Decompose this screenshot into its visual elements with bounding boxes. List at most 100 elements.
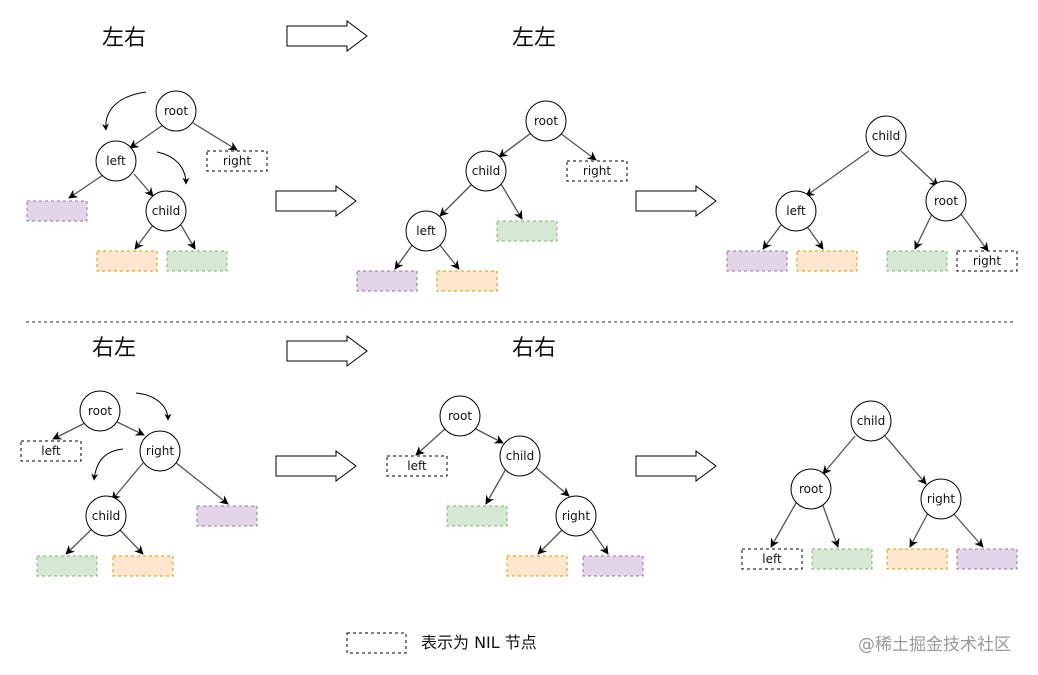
tree-edge <box>52 421 88 440</box>
tree-edge <box>439 183 473 217</box>
tree-edge <box>192 122 238 151</box>
orange-subtree-box <box>506 555 568 577</box>
orange-subtree-box <box>112 555 174 577</box>
tree-node-circle <box>850 400 892 442</box>
tree-node-circle <box>439 395 481 437</box>
tree-node-label: left <box>416 224 436 238</box>
nil-node-label: left <box>41 444 61 458</box>
curved-arrow-icon <box>101 91 147 131</box>
tree-edge <box>129 124 164 149</box>
tree-node-circle <box>155 90 197 132</box>
tree-edge <box>180 224 196 250</box>
nil-node-box <box>20 440 82 462</box>
tree-node-label: right <box>927 492 955 506</box>
curved-arrow-icon <box>135 392 172 421</box>
watermark: @稀土掘金技术社区 <box>858 635 1011 655</box>
nil-node-label: left <box>407 459 427 473</box>
tree-edge <box>590 528 609 555</box>
nil-node-label: right <box>973 254 1001 268</box>
tree-node-label: root <box>934 194 958 208</box>
tree-edge <box>133 173 154 197</box>
curved-arrow-icon <box>156 151 190 185</box>
nil-node-box <box>386 455 448 477</box>
tree-node-label: right <box>562 509 590 523</box>
orange-subtree-box <box>436 270 498 292</box>
tree-edge <box>884 435 927 485</box>
tree-edge <box>559 132 597 161</box>
tree-edge <box>415 427 447 456</box>
tree-node-label: child <box>857 414 886 428</box>
legend-text: 表示为 NIL 节点 <box>421 633 537 652</box>
tree-node-circle <box>775 190 817 232</box>
orange-subtree-box <box>886 548 948 570</box>
tree-node-circle <box>555 495 597 537</box>
tree-node-circle <box>85 495 127 537</box>
tree-edge <box>914 213 933 250</box>
tree-edge <box>114 420 145 436</box>
orange-subtree-box <box>796 250 858 272</box>
curved-arrows <box>91 91 190 481</box>
tree-edge <box>498 132 532 158</box>
big-arrow-icon <box>275 450 357 482</box>
big-arrows <box>275 20 717 482</box>
tree-node-label: right <box>146 444 174 458</box>
tree-edge <box>65 529 92 555</box>
tree-edge <box>394 243 414 270</box>
tree-node-circle <box>499 435 541 477</box>
tree-edge <box>537 528 564 555</box>
heading-bottom-to: 右右 <box>512 336 556 361</box>
tree-edges <box>52 122 989 555</box>
tree-edge <box>534 466 570 497</box>
tree-node-circle <box>865 115 907 157</box>
big-arrow-icon <box>635 185 717 217</box>
legend-nil-swatch <box>346 632 407 654</box>
tree-node-label: root <box>534 114 558 128</box>
tree-edge <box>960 213 989 252</box>
tree-edge <box>952 512 984 548</box>
purple-subtree-box <box>356 270 418 292</box>
tree-edge <box>438 243 460 270</box>
tree-node-circle <box>79 390 121 432</box>
heading-bottom-from: 右左 <box>92 336 136 361</box>
big-arrow-icon <box>275 185 357 217</box>
green-subtree-box <box>886 250 948 272</box>
tree-node-label: child <box>472 164 501 178</box>
subtree-boxes: right right right left left left <box>20 150 1018 577</box>
green-subtree-box <box>36 555 98 577</box>
nil-node-label: left <box>762 552 782 566</box>
tree-edge <box>118 528 144 555</box>
tree-node-label: left <box>786 204 806 218</box>
tree-node-label: child <box>92 509 121 523</box>
nil-node-label: right <box>223 154 251 168</box>
tree-edge <box>485 466 508 505</box>
green-subtree-box <box>811 548 873 570</box>
nil-node-box <box>566 160 628 182</box>
big-arrow-icon <box>635 450 717 482</box>
tree-node-circle <box>405 210 447 252</box>
tree-node-label: root <box>448 409 472 423</box>
tree-edge <box>900 150 939 187</box>
purple-subtree-box <box>956 548 1018 570</box>
purple-subtree-box <box>582 555 644 577</box>
big-arrow-icon <box>286 335 368 367</box>
heading-top-to: 左左 <box>512 26 556 51</box>
tree-edge <box>473 427 504 444</box>
tree-node-label: child <box>506 449 535 463</box>
purple-subtree-box <box>196 505 258 527</box>
tree-edge <box>500 183 523 220</box>
tree-node-circle <box>139 430 181 472</box>
tree-edge <box>68 174 104 199</box>
purple-subtree-box <box>726 250 788 272</box>
heading-top-from: 左右 <box>102 26 146 51</box>
tree-node-circle <box>525 100 567 142</box>
tree-edge <box>770 502 797 548</box>
nil-node-label: right <box>583 164 611 178</box>
tree-edge <box>805 150 870 197</box>
green-subtree-box <box>496 220 558 242</box>
curved-arrow-icon <box>91 448 124 481</box>
nil-node-box <box>741 548 803 570</box>
green-subtree-box <box>446 505 508 527</box>
tree-nodes: root left child root child left child left root r… <box>79 90 967 537</box>
big-arrow-icon <box>286 20 368 52</box>
